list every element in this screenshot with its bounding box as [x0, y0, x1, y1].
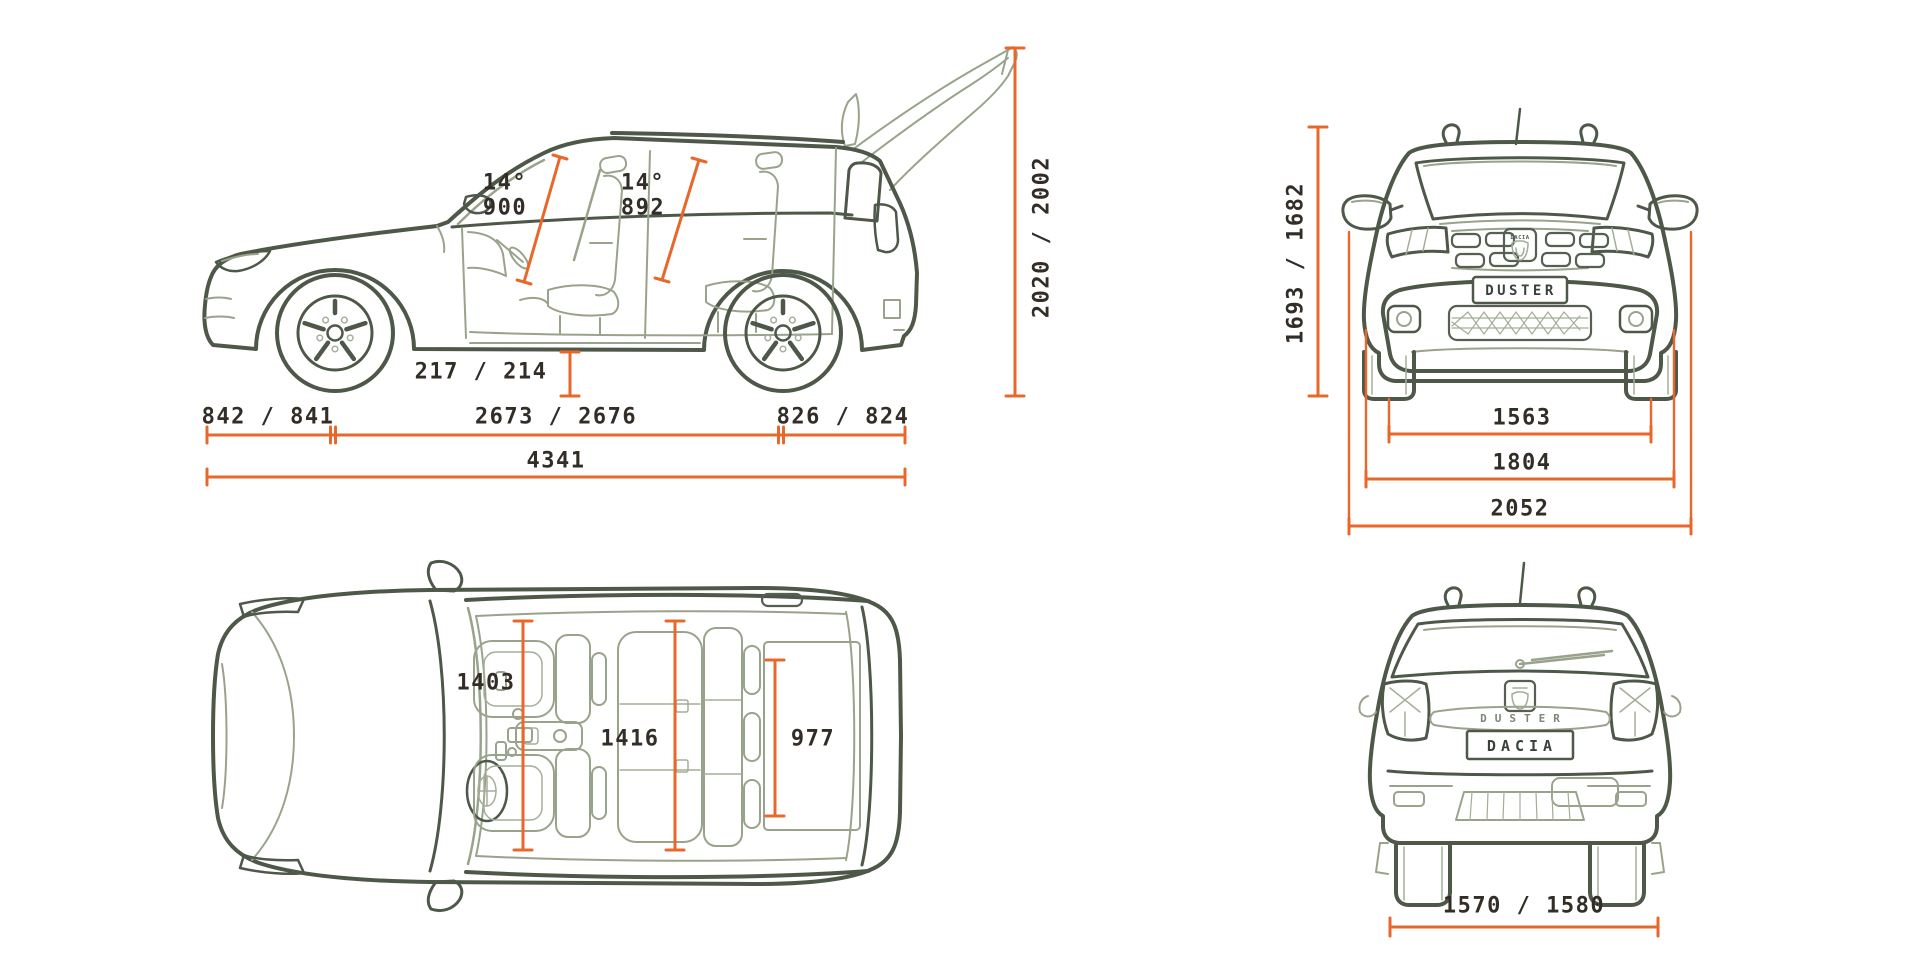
- side-view-drawing: [202, 46, 1018, 393]
- label-rear-cabin-width: 1416: [600, 726, 660, 752]
- dacia-emblem-front: DACIA: [1502, 227, 1538, 263]
- label-front-track: 1563: [1492, 405, 1552, 431]
- dim-rear-seat-diagonal: [653, 156, 708, 284]
- dim-rear-cabin-width: [664, 619, 686, 852]
- rear-badge-text: DUSTER: [1480, 712, 1568, 725]
- fog-light-right: [1618, 304, 1654, 334]
- plate-text: DACIA: [1487, 737, 1557, 755]
- rear-body-outline: [1367, 603, 1673, 845]
- dim-rear-track: [1388, 916, 1660, 938]
- dim-overall-length: [205, 467, 907, 487]
- roof-rails-top: [464, 592, 870, 880]
- rear-fog-left: [1393, 791, 1425, 807]
- duster-badge-front: DUSTER: [1471, 275, 1569, 305]
- front-mirror-right: [1636, 194, 1699, 231]
- rear-quarter-window: [843, 161, 883, 223]
- windshield: [1414, 156, 1626, 221]
- front-emblem-text: DACIA: [1510, 235, 1529, 241]
- dimension-lines: [205, 46, 1693, 938]
- rear-window: [1390, 618, 1650, 679]
- front-tires: [1362, 350, 1678, 401]
- dim-ground-clearance: [559, 350, 581, 398]
- open-tailgate: [840, 46, 1018, 191]
- antenna-base: [760, 592, 804, 608]
- side-interior: [467, 151, 905, 335]
- front-badge-text: DUSTER: [1485, 283, 1557, 299]
- dim-open-height: [1004, 46, 1026, 398]
- rear-fog-right: [1615, 791, 1647, 807]
- headlight-left: [1385, 225, 1450, 259]
- upper-grille: [1450, 227, 1610, 272]
- skid-plate: [1455, 791, 1585, 821]
- taillight-side: [873, 203, 900, 254]
- dim-front-height: [1307, 125, 1329, 398]
- rear-wheel: [723, 273, 843, 393]
- label-rear-overhang: 826 / 824: [776, 404, 910, 430]
- label-wheelbase: 2673 / 2676: [474, 404, 638, 430]
- label-rear-track: 1570 / 1580: [1442, 893, 1606, 919]
- front-body-outline: [1361, 140, 1679, 383]
- taillight-right: [1609, 679, 1660, 742]
- label-boot-length: 977: [790, 726, 836, 752]
- rear-antenna: [1518, 561, 1526, 605]
- label-ground-clearance: 217 / 214: [414, 359, 548, 385]
- duster-badge-rear: DUSTER: [1429, 705, 1611, 732]
- fog-light-left: [1386, 304, 1422, 334]
- label-front-height: 1693 / 1682: [1283, 181, 1309, 345]
- rear-tires: [1375, 841, 1665, 907]
- front-wheel: [275, 273, 395, 393]
- label-front-seat-angle: 14°: [482, 170, 528, 196]
- dim-length-segments: [205, 425, 907, 445]
- side-mirror: [456, 194, 492, 216]
- label-mirror-width: 2052: [1490, 496, 1550, 522]
- license-plate: DACIA: [1465, 729, 1575, 761]
- dim-front-cabin-width: [512, 619, 534, 852]
- headlight-right: [1590, 225, 1655, 259]
- label-front-cabin-width: 1403: [456, 670, 516, 696]
- lower-grille-mesh: [1447, 304, 1593, 342]
- rear-view-drawing: DUSTER DACIA: [1358, 561, 1682, 907]
- mirror-bottom: [426, 879, 464, 913]
- mirror-top: [426, 559, 464, 593]
- label-front-overhang: 842 / 841: [201, 404, 335, 430]
- boot-floor: [763, 641, 861, 831]
- headlight-side: [214, 249, 272, 273]
- top-body-outline: [211, 586, 903, 886]
- label-front-seat-value: 900: [482, 195, 528, 221]
- dim-body-width: [1364, 469, 1676, 489]
- headlight-top-left: [238, 596, 306, 619]
- rear-wiper: [1515, 649, 1614, 669]
- front-view-drawing: DACIA DUSTER: [1341, 107, 1699, 401]
- dim-boot-length: [764, 658, 786, 818]
- label-body-width: 1804: [1492, 450, 1552, 476]
- taillight-left: [1380, 679, 1431, 742]
- front-antenna: [1514, 107, 1522, 146]
- label-overall-length: 4341: [526, 448, 586, 474]
- roof-rail: [610, 131, 845, 144]
- dim-front-seat-diagonal: [515, 153, 569, 286]
- headlight-bottom-left: [238, 853, 306, 876]
- label-rear-seat-angle: 14°: [620, 170, 666, 196]
- cabin-interior-top: [465, 610, 861, 862]
- dim-front-track: [1387, 424, 1653, 444]
- label-rear-seat-value: 892: [620, 195, 666, 221]
- label-open-height: 2020 / 2002: [1029, 155, 1055, 319]
- front-mirror-left: [1341, 194, 1404, 231]
- steering-wheel-top: [465, 759, 509, 823]
- dim-mirror-width: [1347, 516, 1693, 536]
- dacia-emblem-rear: [1503, 679, 1537, 713]
- top-view-drawing: [211, 559, 903, 913]
